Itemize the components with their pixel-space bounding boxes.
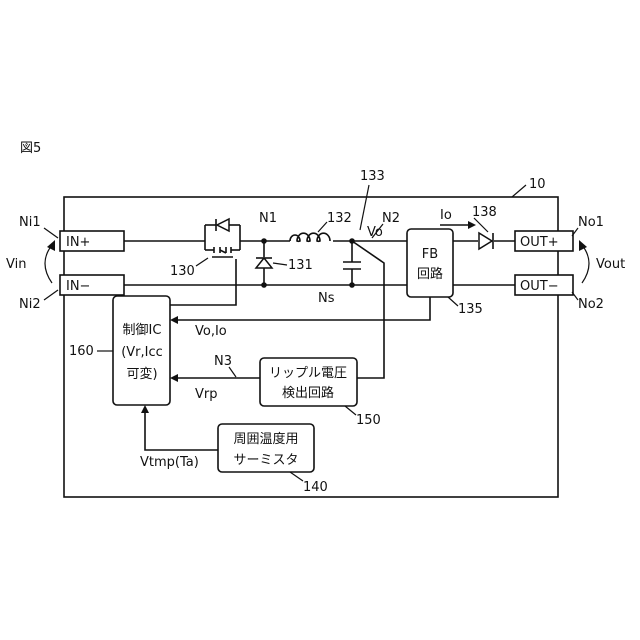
node-n1-label: N1 [259, 211, 277, 226]
signal-vtmp-label: Vtmp(Ta) [140, 455, 199, 470]
node-ni1-label: Ni1 [19, 215, 41, 230]
signal-vin-label: Vin [6, 257, 26, 272]
ripple-detect-ref: 150 [356, 413, 381, 428]
wire-feedback [178, 297, 430, 320]
thermistor-ref: 140 [303, 480, 328, 495]
control-ic-line3: 可変) [126, 366, 157, 382]
vout-arrow [582, 245, 589, 283]
switch-leader [196, 258, 208, 266]
node-no2-label: No2 [578, 297, 604, 312]
terminal-out-minus-label: OUT− [520, 279, 559, 294]
diode131-ref: 131 [288, 258, 313, 273]
node-ns-label: Ns [318, 291, 335, 306]
node-n2-label: N2 [382, 211, 400, 226]
fb-circuit-line2: 回路 [417, 266, 443, 282]
vout-arrow-head [579, 240, 587, 251]
signal-io-label: Io [440, 208, 452, 223]
inductor-leader [318, 222, 327, 232]
fb-circuit-leader [448, 297, 458, 306]
inductor-symbol [290, 233, 335, 241]
terminal-in-plus-label: IN+ [66, 235, 90, 250]
vin-arrow-head [47, 240, 55, 251]
output-diode-leader [474, 218, 488, 232]
node-n3-leader [229, 367, 236, 377]
signal-vo-io-label: Vo,Io [195, 324, 227, 339]
switch-ref: 130 [170, 264, 195, 279]
diode131-leader [273, 263, 287, 265]
signal-vout-label: Vout [596, 257, 625, 272]
vin-arrow [45, 245, 52, 283]
control-ic-line2: (Vr,Icc [121, 345, 163, 360]
figure-label: 図5 [20, 141, 41, 156]
node-no1-label: No1 [578, 215, 604, 230]
inductor-ref: 132 [327, 211, 352, 226]
fb-circuit-line1: FB [422, 247, 438, 262]
node-ni2-label: Ni2 [19, 297, 41, 312]
thermistor-line2: サーミスタ [233, 453, 298, 468]
ni2-leader [44, 290, 58, 300]
ni1-leader [44, 228, 58, 238]
output-diode-ref: 138 [472, 205, 497, 220]
ripple-detect-leader [345, 406, 356, 415]
ripple-detect-line2: 検出回路 [282, 385, 334, 401]
signal-vrp-label: Vrp [195, 387, 218, 402]
terminal-out-plus-label: OUT+ [520, 235, 559, 250]
capacitor-ref: 133 [360, 169, 385, 184]
device-ref: 10 [529, 177, 546, 192]
no2-leader [572, 292, 578, 300]
capacitor-leader [360, 185, 369, 230]
node-n3-label: N3 [214, 354, 232, 369]
terminal-in-minus-label: IN− [66, 279, 90, 294]
feedback-arrow-head [170, 316, 178, 324]
io-arrow-head [468, 221, 476, 229]
fb-circuit-block [407, 229, 453, 297]
ripple-detect-line1: リップル電圧 [269, 366, 347, 381]
control-ic-ref: 160 [69, 344, 94, 359]
thermistor-line1: 周囲温度用 [233, 431, 298, 447]
signal-vo-label: Vo [367, 225, 383, 240]
wire-thermistor-output [145, 413, 218, 450]
mosfet-switch-symbol [205, 219, 240, 257]
ripple-arrow-head [170, 374, 178, 382]
freewheel-diode-symbol [256, 258, 272, 268]
thermistor-arrow-head [141, 405, 149, 413]
thermistor-leader [290, 472, 303, 481]
output-diode-symbol [479, 233, 492, 249]
control-ic-line1: 制御IC [123, 323, 162, 338]
device-ref-leader [512, 185, 526, 197]
fb-circuit-ref: 135 [458, 302, 483, 317]
